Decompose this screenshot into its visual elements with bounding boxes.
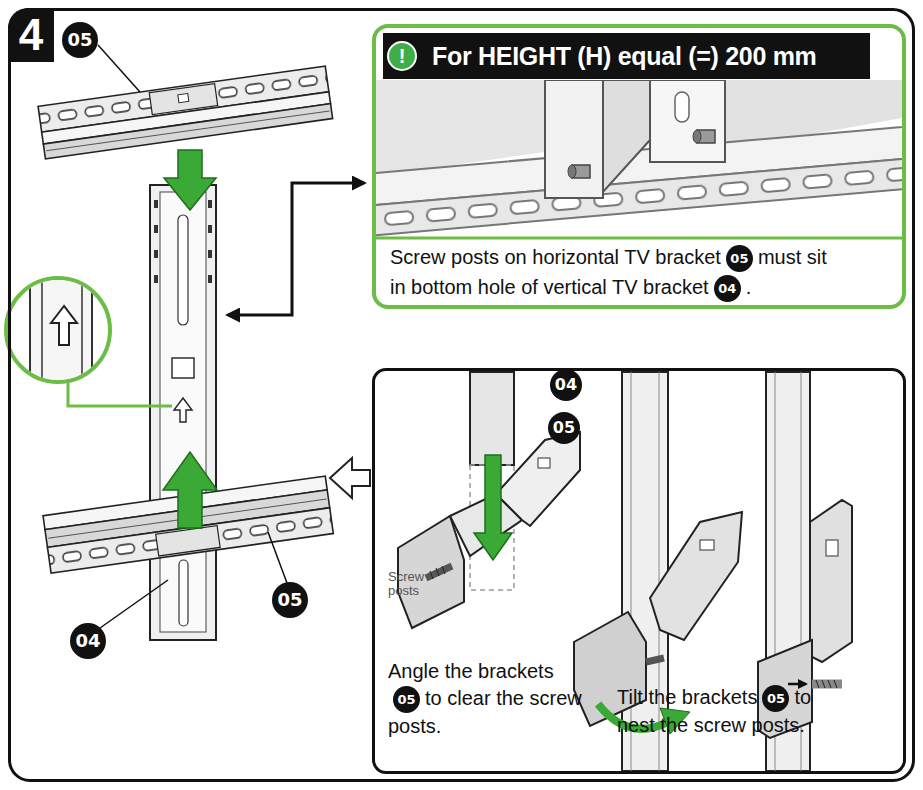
screw-post-end bbox=[693, 130, 701, 143]
inset-vertical-bracket bbox=[650, 80, 725, 162]
side-hole bbox=[208, 225, 212, 233]
leader-line bbox=[100, 580, 168, 628]
step-number: 4 bbox=[19, 10, 43, 59]
arrow-hole bbox=[174, 398, 192, 422]
adjust-slot bbox=[179, 560, 188, 626]
detail-stage-tilt bbox=[574, 372, 742, 771]
vertical-bracket bbox=[470, 372, 514, 465]
side-hole bbox=[154, 250, 158, 258]
bracket-plate bbox=[650, 512, 742, 640]
part-label: Screw posts bbox=[388, 569, 424, 598]
side-hole bbox=[154, 225, 158, 233]
note-title: For HEIGHT (H) equal (=) 200 mm bbox=[432, 42, 817, 70]
callout-number: 05 bbox=[762, 685, 789, 712]
horizontal-bracket bbox=[38, 66, 333, 159]
side-hole bbox=[208, 200, 212, 208]
detail-stage-nested bbox=[758, 372, 852, 771]
screw-post bbox=[812, 680, 842, 689]
bracket-edge bbox=[659, 372, 660, 771]
vertical-bracket bbox=[150, 185, 216, 640]
bracket-plate bbox=[810, 500, 852, 662]
screw-thread bbox=[430, 566, 445, 579]
step-number: 4 bbox=[8, 8, 54, 62]
callout-number: 04 bbox=[714, 275, 741, 302]
plate-hole bbox=[700, 540, 714, 550]
inset-divider bbox=[376, 237, 902, 240]
plate-hole bbox=[178, 93, 189, 102]
callout-number: 04 bbox=[70, 623, 106, 659]
bracket-channel bbox=[160, 192, 206, 632]
down-arrow bbox=[474, 455, 512, 560]
part-label: Screw posts bbox=[388, 570, 448, 598]
detail-arrow bbox=[330, 458, 370, 498]
bracket-body bbox=[150, 185, 216, 640]
callout-number: 04 bbox=[550, 369, 582, 401]
plate-hole bbox=[826, 540, 838, 556]
instruction-text: Tilt the brackets05to nest the screw pos… bbox=[617, 684, 842, 739]
zoom-edge bbox=[41, 270, 43, 400]
screw-post-end bbox=[568, 165, 576, 178]
callout-number: 05 bbox=[393, 686, 420, 713]
pointer-arrow bbox=[228, 183, 364, 315]
inset-vertical-bracket bbox=[545, 80, 603, 198]
screw-thread bbox=[816, 680, 837, 688]
callout-number: 05 bbox=[726, 245, 753, 272]
side-hole bbox=[154, 275, 158, 283]
leader-line bbox=[98, 45, 140, 92]
side-hole bbox=[208, 250, 212, 258]
plate-hole bbox=[538, 458, 550, 468]
side-hole bbox=[208, 275, 212, 283]
note-title: For HEIGHT (H) equal (=) 200 mm bbox=[383, 33, 870, 79]
zoom-edge bbox=[81, 270, 83, 400]
screw-post bbox=[646, 658, 664, 662]
instruction-text: Angle the brackets bbox=[388, 660, 554, 682]
adjust-slot bbox=[178, 215, 188, 325]
note-panel: For HEIGHT (H) equal (=) 200 mm! Screw po… bbox=[372, 24, 906, 309]
detail-stage-angle bbox=[398, 372, 580, 628]
instruction-text: Angle the brackets05to clear the screw p… bbox=[388, 658, 583, 740]
note-text: Screw posts on horizontal TV bracket bbox=[390, 246, 721, 268]
down-arrow bbox=[164, 150, 216, 210]
zoom-bracket bbox=[30, 270, 92, 400]
side-hole bbox=[154, 200, 158, 208]
bracket-edge bbox=[631, 372, 632, 771]
callout-number: 05 bbox=[62, 22, 98, 58]
plate-center bbox=[156, 526, 220, 556]
inset-illustration bbox=[376, 80, 902, 238]
note-text: . bbox=[746, 276, 752, 298]
bracket-plate bbox=[496, 432, 580, 526]
groove-line bbox=[46, 111, 329, 151]
callout-number: 04 bbox=[555, 375, 577, 394]
instruction-text: Tilt the brackets bbox=[617, 686, 757, 708]
bracket-hook bbox=[574, 612, 646, 726]
zoom-detail bbox=[30, 270, 92, 400]
slotted-plate bbox=[376, 155, 902, 238]
callout-number: 05 bbox=[548, 412, 580, 444]
leader-line bbox=[268, 532, 287, 583]
nest-arrow bbox=[788, 683, 806, 686]
step-frame: 4For HEIGHT (H) equal (=) 200 mm! Screw p… bbox=[8, 8, 915, 782]
bracket-bend bbox=[603, 80, 650, 192]
zoom-arrow-hole bbox=[51, 306, 77, 345]
callout-number: 05 bbox=[553, 418, 575, 437]
square-hole bbox=[172, 358, 194, 378]
note-text: Screw posts on horizontal TV bracket05mu… bbox=[390, 242, 845, 302]
up-arrow bbox=[163, 452, 217, 528]
warning-icon: ! bbox=[399, 45, 406, 67]
callout-number: 05 bbox=[272, 582, 308, 618]
detail-panel: 0405Screw postsAngle the brackets05to cl… bbox=[372, 368, 906, 774]
screw-post bbox=[426, 566, 452, 578]
bracket-slot bbox=[675, 92, 689, 122]
warning-icon: ! bbox=[387, 41, 417, 71]
zoom-leader bbox=[68, 382, 172, 406]
